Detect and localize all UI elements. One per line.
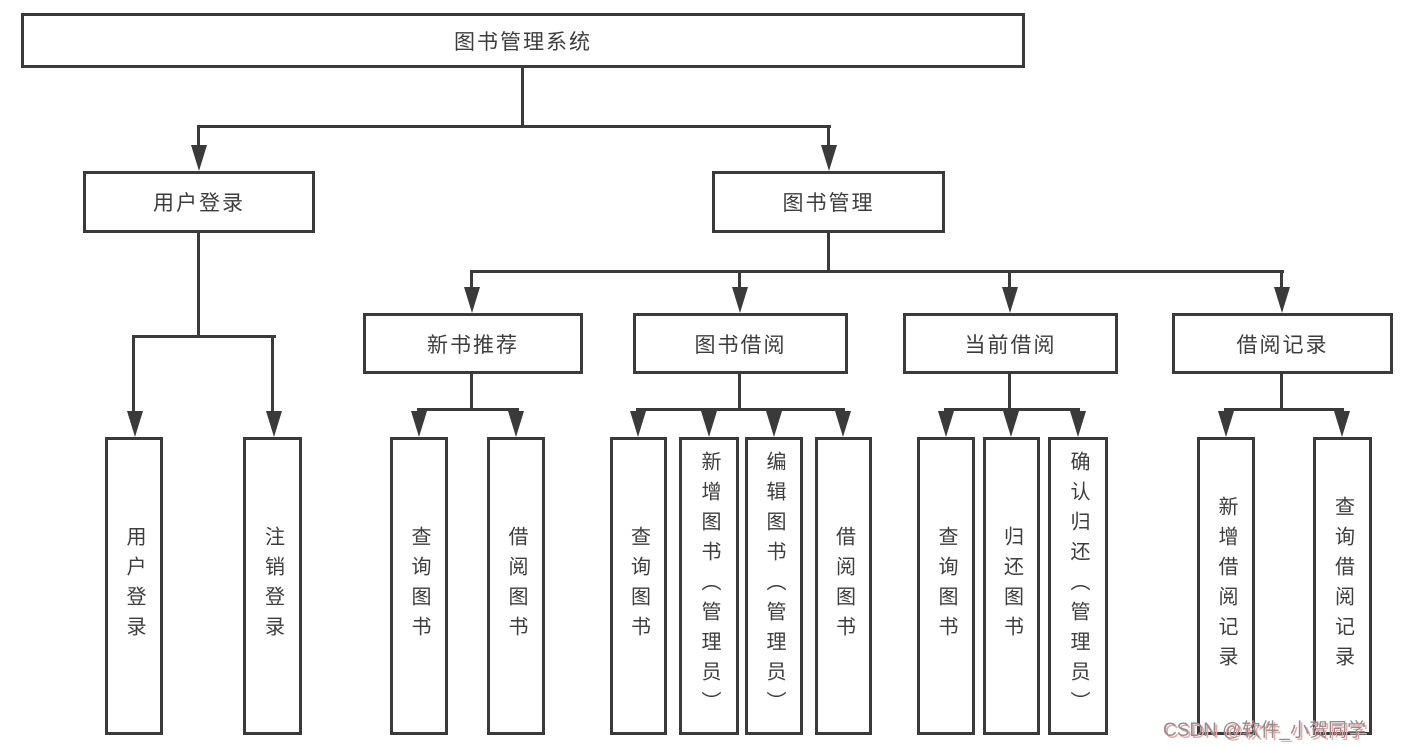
leaf-query-books-current: 查询图书 (917, 437, 975, 735)
arrow-down-icon (411, 411, 427, 437)
connector-branch (1224, 408, 1344, 411)
leaf-query-books-borrowing: 查询图书 (610, 437, 667, 735)
arrow-down-icon (630, 411, 646, 437)
node-new-book-recommend: 新书推荐 (363, 313, 583, 374)
leaf-borrow-books-recommend: 借阅图书 (487, 437, 545, 735)
connector-branch (470, 270, 1284, 273)
node-book-borrowing: 图书借阅 (633, 313, 848, 374)
arrow-down-icon (508, 411, 524, 437)
connector-stem (470, 374, 473, 410)
arrow-down-icon (766, 411, 782, 437)
leaf-query-books-recommend: 查询图书 (390, 437, 448, 735)
leaf-query-borrow-record: 查询借阅记录 (1313, 437, 1372, 735)
connector-branch (636, 408, 845, 411)
arrow-down-icon (266, 411, 282, 437)
arrow-down-icon (464, 287, 480, 313)
node-library-management-system: 图书管理系统 (21, 13, 1025, 68)
connector-root-branch (197, 125, 831, 128)
node-current-borrowing: 当前借阅 (903, 313, 1118, 374)
arrow-down-icon (835, 411, 851, 437)
node-book-management: 图书管理 (712, 171, 945, 233)
arrow-down-icon (701, 411, 717, 437)
connector-branch (417, 408, 519, 411)
connector-stem (271, 335, 274, 415)
leaf-add-borrow-record: 新增借阅记录 (1197, 437, 1255, 735)
arrow-down-icon (1070, 411, 1086, 437)
arrow-down-icon (127, 411, 143, 437)
connector-stem (132, 335, 135, 415)
arrow-down-icon (732, 287, 748, 313)
arrow-down-icon (1334, 411, 1350, 437)
connector-stem (738, 374, 741, 410)
arrow-down-icon (1002, 287, 1018, 313)
node-user-login: 用户登录 (83, 171, 315, 233)
connector-root-stem (521, 68, 524, 128)
csdn-watermark: CSDN @软件_小贺同学 (1163, 720, 1366, 741)
connector-stem (1008, 270, 1011, 290)
leaf-logout: 注销登录 (243, 437, 302, 735)
leaf-return-book: 归还图书 (983, 437, 1040, 735)
connector-stem (1280, 374, 1283, 410)
leaf-confirm-return-admin: 确认归还（管理员） (1048, 437, 1108, 735)
connector-stem (827, 233, 830, 273)
connector-stem (470, 270, 473, 290)
connector-stem (738, 270, 741, 290)
arrow-down-icon (821, 145, 837, 171)
arrow-down-icon (1218, 411, 1234, 437)
leaf-add-book-admin: 新增图书（管理员） (679, 437, 739, 735)
leaf-user-login: 用户登录 (105, 437, 163, 735)
arrow-down-icon (191, 145, 207, 171)
node-borrow-records: 借阅记录 (1172, 313, 1393, 374)
arrow-down-icon (1003, 411, 1019, 437)
connector-branch (132, 335, 276, 338)
connector-stem (827, 125, 830, 149)
connector-stem (1008, 374, 1011, 410)
connector-stem (1280, 270, 1283, 290)
arrow-down-icon (938, 411, 954, 437)
arrow-down-icon (1274, 287, 1290, 313)
connector-branch (944, 408, 1080, 411)
connector-stem (197, 125, 200, 149)
leaf-borrow-books-borrowing: 借阅图书 (815, 437, 872, 735)
leaf-edit-book-admin: 编辑图书（管理员） (745, 437, 803, 735)
connector-stem (197, 233, 200, 337)
